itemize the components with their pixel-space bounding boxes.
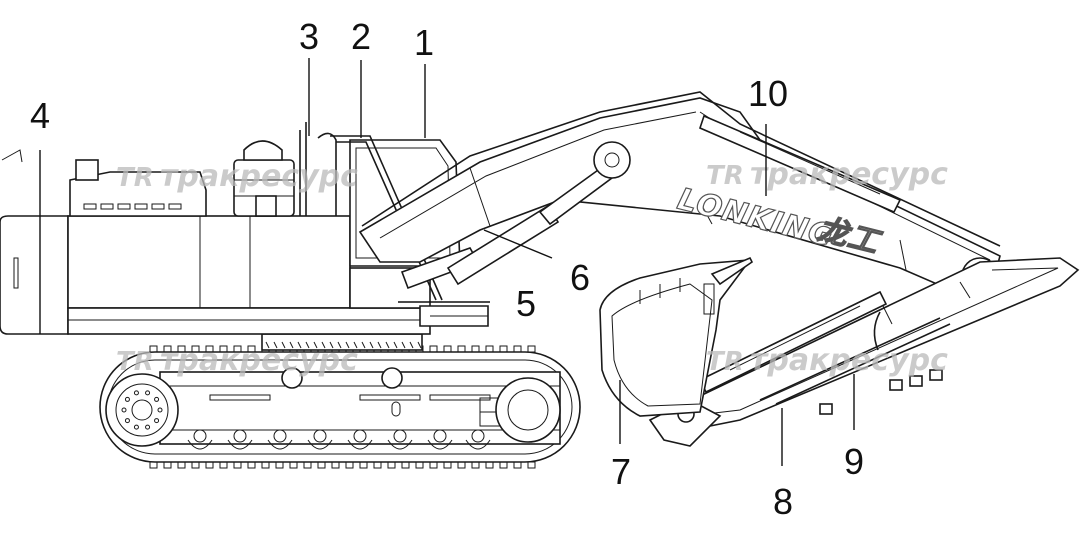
bucket <box>599 256 754 417</box>
watermark-text-3: тракресурс <box>160 343 358 378</box>
watermark-logo-4: TR <box>706 347 744 377</box>
callouts: 1 2 3 4 5 6 7 8 9 10 <box>30 16 864 522</box>
callout-9: 9 <box>844 441 864 482</box>
watermark-logo-3: TR <box>116 347 154 377</box>
callout-8: 8 <box>773 481 793 522</box>
callout-2: 2 <box>351 16 371 57</box>
watermark-text-1: тракресурс <box>160 159 358 194</box>
callout-10: 10 <box>748 73 788 114</box>
callout-3: 3 <box>299 16 319 57</box>
track-undercarriage <box>99 345 581 469</box>
callout-6: 6 <box>570 257 590 298</box>
callout-leaders <box>39 58 855 466</box>
watermark-text-2: тракресурс <box>750 157 948 192</box>
callout-4: 4 <box>30 95 50 136</box>
watermarks: TR тракресурс TR тракресурс TR тракресур… <box>116 157 948 378</box>
watermark-text-4: тракресурс <box>750 343 948 378</box>
leader-6 <box>483 229 553 259</box>
callout-5: 5 <box>516 283 536 324</box>
watermark-logo-2: TR <box>706 161 744 191</box>
boom: LONKING 龙工 <box>358 91 1001 295</box>
callout-1: 1 <box>414 22 434 63</box>
watermark-logo-1: TR <box>116 163 154 193</box>
callout-7: 7 <box>611 451 631 492</box>
